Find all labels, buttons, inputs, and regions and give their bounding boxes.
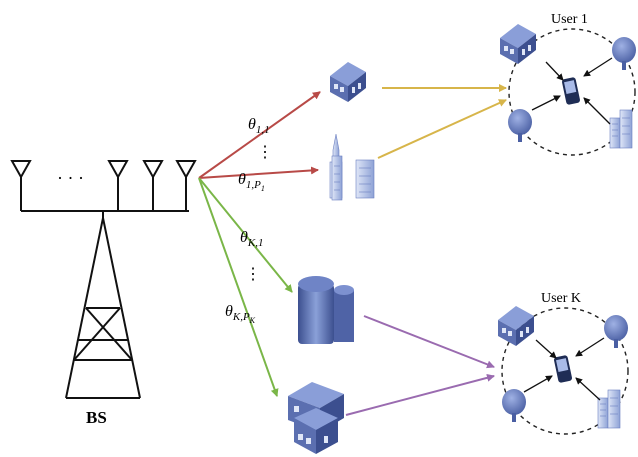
- user1-scatter-region: [508, 28, 636, 156]
- ray-purple-cylinder-to-userk: [363, 315, 495, 369]
- svg-text:θK,PK: θK,PK: [225, 303, 256, 325]
- user1-cluster: User 1: [500, 12, 636, 156]
- userk-house-icon: [498, 306, 534, 346]
- svg-text:θK,1: θK,1: [240, 229, 263, 249]
- userk-scatter-region: [501, 307, 629, 435]
- ray-purple-mansion-to-userk: [345, 373, 495, 416]
- bs-rays: [198, 91, 321, 397]
- userk-tree-right-icon: [604, 315, 628, 348]
- userk-label: User K: [541, 291, 581, 306]
- svg-text:θ1,1: θ1,1: [248, 116, 270, 136]
- vdots-user1: ⋮: [257, 144, 273, 161]
- angle-label-theta-1-p1: θ1,P1: [238, 171, 265, 193]
- ray-red-to-house: [198, 91, 321, 179]
- scatterer-cylinder-building-icon: [298, 276, 354, 344]
- user1-phone-icon: [561, 76, 581, 106]
- user1-towers-icon: [609, 109, 633, 149]
- userk-towers-icon: [597, 389, 621, 429]
- userk-phone-icon: [553, 354, 573, 384]
- angle-label-theta-k-1: θK,1: [240, 229, 263, 249]
- scatterer-skyscraper-icon: [329, 133, 375, 201]
- bs-label: BS: [86, 408, 107, 427]
- vdots-userk: ⋮: [245, 266, 261, 283]
- userk-cluster: User K: [498, 291, 629, 435]
- bs-antenna-array: [10, 160, 197, 220]
- user1-house-icon: [500, 24, 536, 64]
- angle-label-theta-k-pk: θK,PK: [225, 303, 256, 325]
- user1-tree-right-icon: [612, 37, 636, 70]
- scatterer-house-icon: [330, 62, 366, 102]
- antenna-ellipsis: · · ·: [57, 168, 84, 188]
- bs-tower: [65, 217, 141, 399]
- ray-green-to-cylinder: [198, 177, 293, 293]
- user1-label: User 1: [551, 12, 588, 27]
- ray-yellow-skyscraper-to-user1: [377, 99, 507, 159]
- ray-green-to-mansion: [198, 177, 279, 397]
- svg-text:θ1,P1: θ1,P1: [238, 171, 265, 193]
- scatterer-mansion-icon: [288, 382, 344, 454]
- angle-label-theta-1-1: θ1,1: [248, 116, 270, 136]
- ray-red-to-skyscraper: [198, 166, 319, 179]
